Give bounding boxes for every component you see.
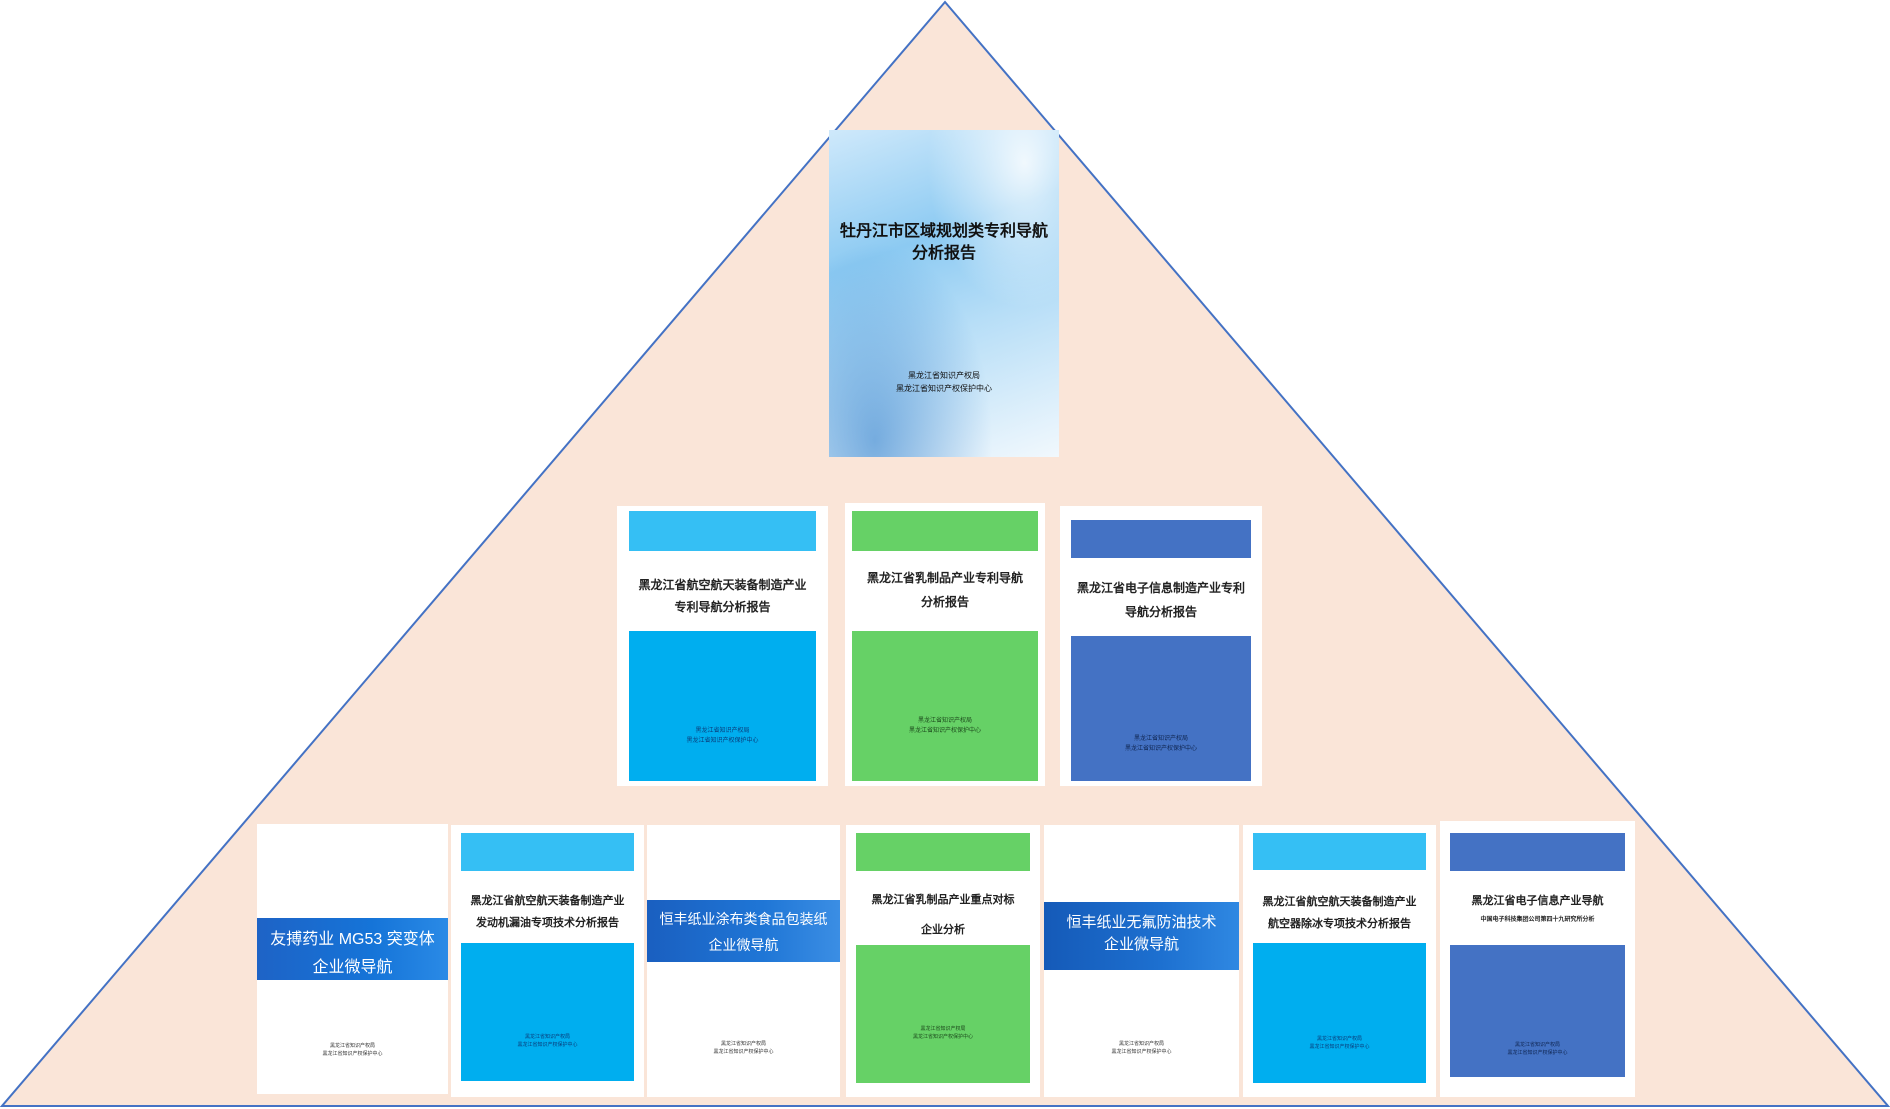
cover-org-line2: 黑龙江省知识产权保护中心 bbox=[1111, 1049, 1172, 1055]
cover-org-line2: 黑龙江省知识产权保护中心 bbox=[517, 1042, 578, 1048]
cover-title-line1: 黑龙江省乳制品产业专利导航 bbox=[866, 571, 1023, 585]
cover-bottom-band: 黑龙江省知识产权局 黑龙江省知识产权保护中心 bbox=[1450, 945, 1625, 1077]
cover-bottom-deicing[interactable]: 黑龙江省航空航天装备制造产业 航空器除冰专项技术分析报告 黑龙江省知识产权局 黑… bbox=[1243, 825, 1436, 1097]
cover-top-regional-report[interactable]: 牡丹江市区域规划类专利导航 分析报告 黑龙江省知识产权局 黑龙江省知识产权保护中… bbox=[829, 130, 1059, 457]
cover-bottom-band: 黑龙江省知识产权局 黑龙江省知识产权保护中心 bbox=[1071, 636, 1251, 781]
cover-bottom-hengfeng-oilproof[interactable]: 恒丰纸业无氟防油技术 企业微导航 黑龙江省知识产权局 黑龙江省知识产权保护中心 bbox=[1044, 825, 1239, 1097]
cover-title-banner: 恒丰纸业涂布类食品包装纸 企业微导航 bbox=[647, 900, 840, 962]
cover-title-line1: 黑龙江省航空航天装备制造产业 bbox=[1262, 895, 1417, 908]
cover-top-band bbox=[852, 511, 1038, 551]
cover-title-line2: 分析报告 bbox=[920, 595, 969, 609]
cover-org-line2: 黑龙江省知识产权保护中心 bbox=[1309, 1044, 1370, 1050]
cover-title-banner: 友搏药业 MG53 突变体 企业微导航 bbox=[257, 918, 448, 980]
cover-top-band bbox=[629, 511, 816, 551]
cover-title-line1: 友搏药业 MG53 突变体 bbox=[270, 931, 435, 948]
cover-middle-aerospace[interactable]: 黑龙江省航空航天装备制造产业 专利导航分析报告 黑龙江省知识产权局 黑龙江省知识… bbox=[617, 506, 828, 786]
cover-org-line1: 黑龙江省知识产权局 bbox=[908, 371, 980, 380]
cover-title-line2: 导航分析报告 bbox=[1124, 605, 1197, 619]
cover-title-line1: 恒丰纸业涂布类食品包装纸 bbox=[659, 911, 828, 927]
cover-title-banner: 恒丰纸业无氟防油技术 企业微导航 bbox=[1044, 902, 1239, 970]
cover-title-line1: 黑龙江省电子信息制造产业专利 bbox=[1076, 581, 1245, 595]
cover-org-line1: 黑龙江省知识产权局 bbox=[1133, 735, 1188, 742]
cover-org-line2: 黑龙江省知识产权保护中心 bbox=[1124, 744, 1197, 752]
cover-org-line1: 黑龙江省知识产权局 bbox=[917, 717, 972, 724]
cover-title-line1: 黑龙江省航空航天装备制造产业 bbox=[638, 578, 807, 592]
cover-top-band bbox=[856, 833, 1030, 871]
cover-top-band bbox=[1071, 520, 1251, 558]
cover-title-line1: 黑龙江省乳制品产业重点对标 bbox=[871, 893, 1015, 906]
cover-bottom-electronics-49[interactable]: 黑龙江省电子信息产业导航 中国电子科技集团公司第四十九研究所分析 黑龙江省知识产… bbox=[1440, 821, 1635, 1097]
cover-title-line1: 黑龙江省航空航天装备制造产业 bbox=[470, 894, 625, 907]
cover-title-line2: 企业分析 bbox=[921, 923, 965, 936]
cover-org-line2: 黑龙江省知识产权保护中心 bbox=[896, 383, 992, 393]
cover-title-line2: 企业微导航 bbox=[1103, 936, 1179, 953]
cover-bottom-band: 黑龙江省知识产权局 黑龙江省知识产权保护中心 bbox=[856, 945, 1030, 1083]
cover-title-line2: 分析报告 bbox=[911, 243, 976, 262]
cover-org-line1: 黑龙江省知识产权局 bbox=[1514, 1042, 1560, 1048]
cover-title-line2: 企业微导航 bbox=[312, 959, 393, 976]
cover-title-line1: 牡丹江市区域规划类专利导航 bbox=[839, 221, 1048, 240]
cover-bottom-hengfeng-coating[interactable]: 恒丰纸业涂布类食品包装纸 企业微导航 黑龙江省知识产权局 黑龙江省知识产权保护中… bbox=[647, 825, 840, 1097]
cover-org-line1: 黑龙江省知识产权局 bbox=[329, 1043, 375, 1049]
cover-middle-dairy[interactable]: 黑龙江省乳制品产业专利导航 分析报告 黑龙江省知识产权局 黑龙江省知识产权保护中… bbox=[845, 503, 1045, 786]
cover-bottom-band: 黑龙江省知识产权局 黑龙江省知识产权保护中心 bbox=[629, 631, 816, 781]
cover-title-line2: 企业微导航 bbox=[708, 937, 779, 953]
cover-org-line1: 黑龙江省知识产权局 bbox=[920, 1026, 966, 1032]
cover-org-line2: 黑龙江省知识产权保护中心 bbox=[713, 1049, 774, 1055]
cover-bottom-band: 黑龙江省知识产权局 黑龙江省知识产权保护中心 bbox=[461, 943, 634, 1081]
cover-org-line1: 黑龙江省知识产权局 bbox=[695, 727, 750, 734]
cover-title-line1: 恒丰纸业无氟防油技术 bbox=[1066, 914, 1217, 931]
cover-bottom-dairy-benchmark[interactable]: 黑龙江省乳制品产业重点对标 企业分析 黑龙江省知识产权局 黑龙江省知识产权保护中… bbox=[846, 825, 1040, 1097]
cover-org-line2: 黑龙江省知识产权保护中心 bbox=[1507, 1050, 1568, 1056]
cover-middle-electronics[interactable]: 黑龙江省电子信息制造产业专利 导航分析报告 黑龙江省知识产权局 黑龙江省知识产权… bbox=[1060, 506, 1262, 786]
cover-top-band bbox=[1253, 833, 1426, 870]
cover-org-line2: 黑龙江省知识产权保护中心 bbox=[322, 1051, 383, 1057]
cover-bottom-band: 黑龙江省知识产权局 黑龙江省知识产权保护中心 bbox=[852, 631, 1038, 781]
cover-title-line2: 中国电子科技集团公司第四十九研究所分析 bbox=[1480, 916, 1595, 923]
cover-org-line1: 黑龙江省知识产权局 bbox=[1316, 1036, 1362, 1042]
cover-org-line1: 黑龙江省知识产权局 bbox=[720, 1041, 766, 1047]
cover-org-line2: 黑龙江省知识产权保护中心 bbox=[912, 1034, 973, 1040]
cover-title-line2: 发动机漏油专项技术分析报告 bbox=[476, 916, 619, 929]
cover-title-line1: 黑龙江省电子信息产业导航 bbox=[1471, 894, 1604, 907]
cover-org-line1: 黑龙江省知识产权局 bbox=[524, 1034, 570, 1040]
cover-org-line2: 黑龙江省知识产权保护中心 bbox=[908, 726, 981, 734]
cover-bottom-band: 黑龙江省知识产权局 黑龙江省知识产权保护中心 bbox=[1253, 943, 1426, 1083]
cover-top-band bbox=[1450, 833, 1625, 871]
cover-title-line2: 航空器除冰专项技术分析报告 bbox=[1268, 917, 1411, 930]
cover-bottom-engine-oil[interactable]: 黑龙江省航空航天装备制造产业 发动机漏油专项技术分析报告 黑龙江省知识产权局 黑… bbox=[451, 825, 644, 1097]
cover-org-line1: 黑龙江省知识产权局 bbox=[1118, 1041, 1164, 1047]
cover-top-band bbox=[461, 833, 634, 871]
cover-org-line2: 黑龙江省知识产权保护中心 bbox=[686, 736, 759, 744]
cover-title-line2: 专利导航分析报告 bbox=[674, 600, 771, 614]
cover-bottom-youbo[interactable]: 友搏药业 MG53 突变体 企业微导航 黑龙江省知识产权局 黑龙江省知识产权保护… bbox=[257, 824, 448, 1094]
